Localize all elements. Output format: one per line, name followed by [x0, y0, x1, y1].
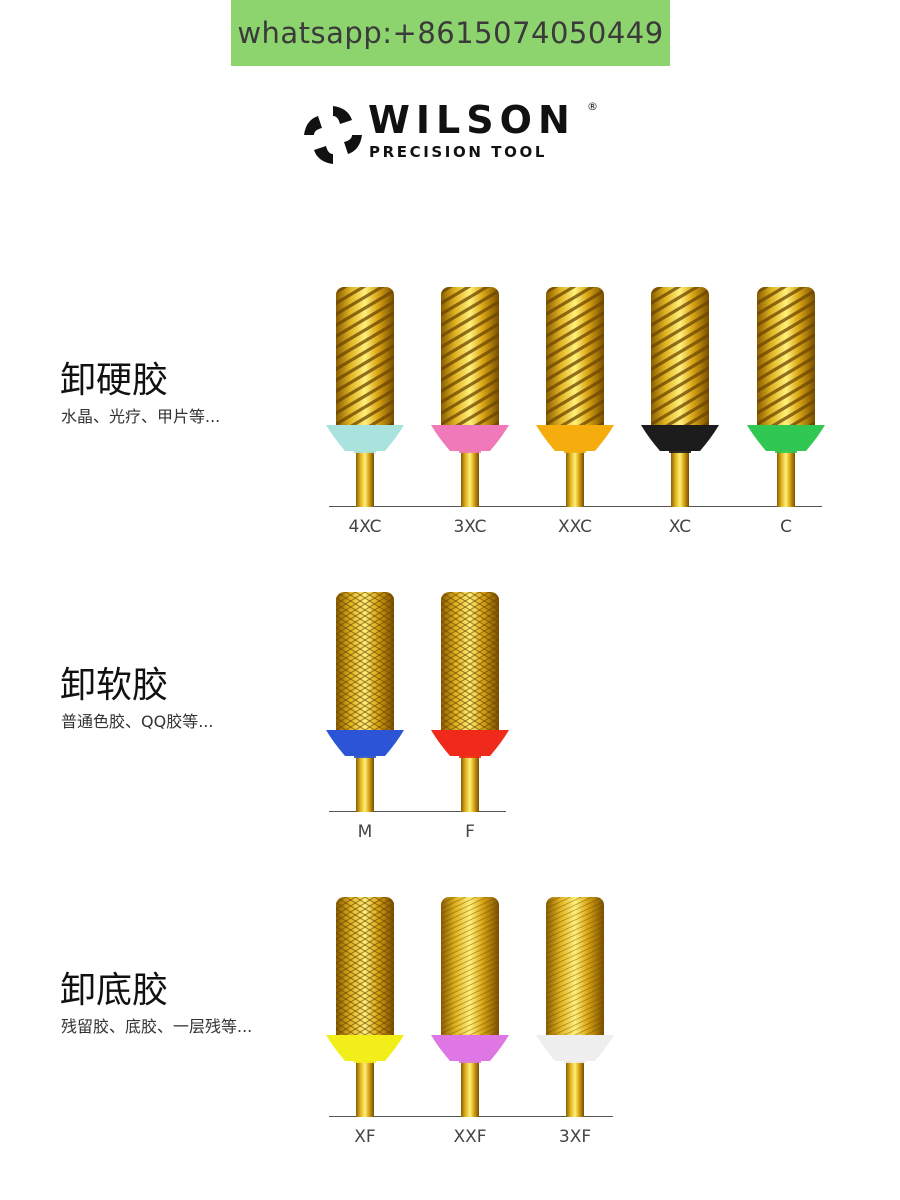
brand-header: WILSON ® PRECISION TOOL	[300, 100, 610, 170]
drill-bit[interactable]	[430, 895, 510, 1117]
group-subtitle: 普通色胶、QQ胶等...	[61, 712, 214, 731]
contact-banner: whatsapp:+8615074050449	[231, 0, 670, 66]
drill-bit[interactable]	[430, 285, 510, 507]
group-title: 卸底胶	[60, 970, 169, 1011]
bit-label: 4XC	[348, 517, 382, 537]
group-title: 卸硬胶	[60, 360, 169, 401]
bit-label: XXF	[453, 1127, 487, 1147]
bit-label: XC	[668, 517, 692, 537]
bit-label: XXC	[558, 517, 592, 537]
baseline-divider	[329, 811, 506, 812]
swirl-blade-logo-icon	[304, 106, 362, 164]
drill-bit[interactable]	[535, 895, 615, 1117]
drill-bit-graphic	[326, 287, 404, 507]
drill-bit-graphic	[431, 592, 509, 812]
drill-bit-graphic	[536, 287, 614, 507]
drill-bit[interactable]	[325, 590, 405, 812]
drill-bit-graphic	[536, 897, 614, 1117]
group-hard-gel: 卸硬胶 水晶、光疗、甲片等... 4XC 3XC XXC XC C	[0, 285, 900, 555]
group-title: 卸软胶	[60, 665, 169, 706]
bit-label: F	[465, 822, 475, 842]
drill-bit[interactable]	[325, 285, 405, 507]
group-soft-gel: 卸软胶 普通色胶、QQ胶等... M F	[0, 590, 900, 860]
whatsapp-contact-text: whatsapp:+8615074050449	[237, 16, 664, 50]
drill-bit[interactable]	[325, 895, 405, 1117]
drill-bit-graphic	[747, 287, 825, 507]
drill-bit[interactable]	[746, 285, 826, 507]
drill-bit-graphic	[641, 287, 719, 507]
brand-name: WILSON	[368, 98, 576, 142]
registered-mark: ®	[587, 100, 598, 113]
drill-bit-graphic	[326, 592, 404, 812]
drill-bit[interactable]	[430, 590, 510, 812]
drill-bit-graphic	[326, 897, 404, 1117]
brand-tagline: PRECISION TOOL	[369, 143, 547, 161]
drill-bit[interactable]	[535, 285, 615, 507]
bit-label: 3XF	[558, 1127, 592, 1147]
group-base-gel: 卸底胶 残留胶、底胶、一层残等... XF XXF 3XF	[0, 895, 900, 1165]
drill-bit-graphic	[431, 287, 509, 507]
drill-bit[interactable]	[640, 285, 720, 507]
bit-label: 3XC	[453, 517, 487, 537]
group-subtitle: 水晶、光疗、甲片等...	[61, 407, 221, 426]
bit-label: XF	[354, 1127, 376, 1147]
bit-label: C	[780, 517, 792, 537]
drill-bit-graphic	[431, 897, 509, 1117]
group-subtitle: 残留胶、底胶、一层残等...	[61, 1017, 253, 1036]
bit-label: M	[357, 822, 373, 842]
